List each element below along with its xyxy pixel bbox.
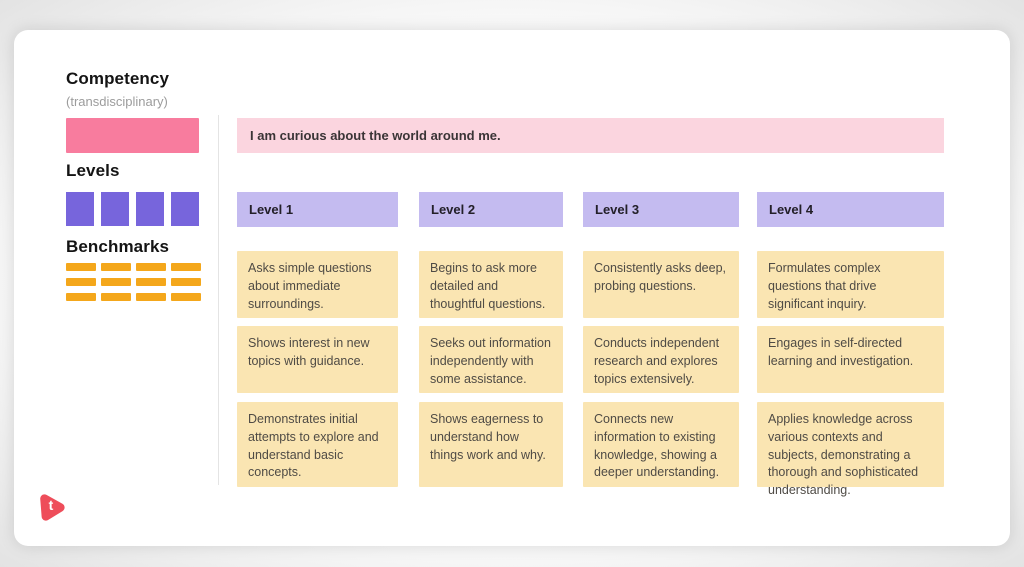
benchmark-card-level4-1: Formulates complex questions that drive … [757, 251, 944, 318]
benchmark-bar [171, 293, 201, 301]
competency-statement: I am curious about the world around me. [250, 128, 501, 143]
benchmark-card-level3-3: Connects new information to existing kno… [583, 402, 739, 487]
logo-pick-shape [40, 494, 65, 521]
benchmark-bar [66, 293, 96, 301]
level-header-row: Level 1 Level 2 Level 3 Level 4 [237, 192, 944, 227]
benchmark-bar [66, 263, 96, 271]
benchmark-card-level1-1: Asks simple questions about immediate su… [237, 251, 398, 318]
level-3-header: Level 3 [583, 192, 739, 227]
benchmark-card-level2-3: Shows eagerness to understand how things… [419, 402, 563, 487]
legend-benchmarks-title: Benchmarks [66, 237, 170, 256]
benchmark-swatch-group [171, 263, 201, 301]
benchmark-card-level1-2: Shows interest in new topics with guidan… [237, 326, 398, 393]
benchmark-card-level3-1: Consistently asks deep, probing question… [583, 251, 739, 318]
legend: Competency (transdisciplinary) Levels Be… [66, 30, 216, 546]
level-swatch [171, 192, 199, 226]
competency-color-swatch [66, 118, 199, 153]
benchmark-bar [171, 263, 201, 271]
level-swatch [136, 192, 164, 226]
benchmark-bar [136, 263, 166, 271]
benchmark-bar [136, 278, 166, 286]
benchmark-card-level2-2: Seeks out information independently with… [419, 326, 563, 393]
benchmark-card-level4-2: Engages in self-directed learning and in… [757, 326, 944, 393]
legend-competency-subtitle: (transdisciplinary) [66, 94, 168, 109]
level-swatch [66, 192, 94, 226]
legend-divider-line [218, 115, 219, 485]
level-swatch [101, 192, 129, 226]
benchmark-bar [101, 263, 131, 271]
benchmark-card-level1-3: Demonstrates initial attempts to explore… [237, 402, 398, 487]
benchmark-swatch-group [66, 263, 96, 301]
level-4-header: Level 4 [757, 192, 944, 227]
level-2-header: Level 2 [419, 192, 563, 227]
benchmark-card-level3-2: Conducts independent research and explor… [583, 326, 739, 393]
benchmark-bar [171, 278, 201, 286]
benchmark-row-3: Demonstrates initial attempts to explore… [237, 402, 944, 497]
slide-card: Competency (transdisciplinary) Levels Be… [14, 30, 1010, 546]
benchmark-card-level4-3: Applies knowledge across various context… [757, 402, 944, 497]
level-color-swatches [66, 192, 199, 226]
benchmark-swatch-group [101, 263, 131, 301]
competency-statement-banner: I am curious about the world around me. [237, 118, 944, 153]
logo-icon[interactable]: t [36, 492, 66, 522]
benchmark-row-1: Asks simple questions about immediate su… [237, 251, 944, 318]
legend-levels-title: Levels [66, 161, 120, 180]
benchmark-bar [101, 278, 131, 286]
benchmark-color-swatches [66, 263, 212, 301]
benchmark-bar [66, 278, 96, 286]
benchmark-row-2: Shows interest in new topics with guidan… [237, 326, 944, 393]
benchmark-swatch-group [136, 263, 166, 301]
legend-competency-title: Competency [66, 69, 170, 88]
benchmark-bar [136, 293, 166, 301]
benchmark-card-level2-1: Begins to ask more detailed and thoughtf… [419, 251, 563, 318]
benchmark-bar [101, 293, 131, 301]
rubric-content: I am curious about the world around me. … [237, 30, 944, 546]
level-1-header: Level 1 [237, 192, 398, 227]
